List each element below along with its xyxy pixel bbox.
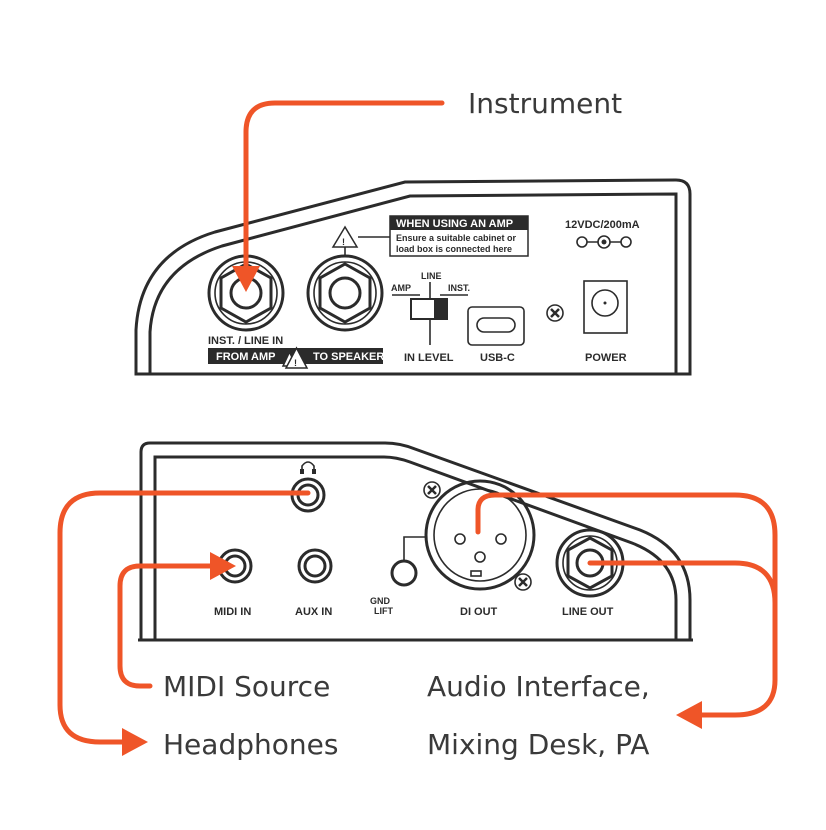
headphones-arrow (57, 490, 311, 745)
svg-text:!: ! (294, 358, 297, 368)
arrowhead-icon (232, 266, 260, 292)
line-out-arrow (587, 560, 778, 606)
midi-in-label: MIDI IN (214, 606, 251, 618)
power-port[interactable] (583, 280, 628, 334)
to-speaker-jack[interactable] (306, 254, 384, 332)
warning-icon: ! (331, 225, 359, 248)
headphones-callout: Headphones (163, 728, 338, 761)
xlr-di-out[interactable] (424, 479, 536, 591)
connection-arrows (57, 100, 778, 756)
switch-inst-label: INST. (448, 283, 470, 293)
gnd-label: GND (370, 596, 391, 606)
warning-text-1: Ensure a suitable cabinet or (396, 233, 517, 243)
midi-arrow (117, 563, 215, 689)
instrument-callout: Instrument (468, 87, 622, 120)
headphone-icon (300, 461, 316, 474)
to-speaker-label: TO SPEAKER (313, 351, 384, 363)
arrowhead-icon (122, 728, 148, 756)
di-out-label: DI OUT (460, 606, 498, 618)
switch-line-label: LINE (421, 271, 442, 281)
gnd-lift-button[interactable] (390, 536, 426, 587)
inst-line-in-label: INST. / LINE IN (208, 335, 283, 347)
midi-source-callout: MIDI Source (163, 670, 330, 703)
line-out-label: LINE OUT (562, 606, 614, 618)
power-label: POWER (585, 352, 627, 364)
mixing-desk-callout: Mixing Desk, PA (427, 728, 649, 761)
warning-title: WHEN USING AN AMP (396, 218, 513, 230)
bottom-panel: MIDI IN AUX IN GND LIFT DI OUT LINE OUT (138, 441, 693, 642)
instrument-arrow (243, 100, 445, 273)
warning-icon: ! (281, 346, 309, 369)
usb-c-label: USB-C (480, 352, 515, 364)
svg-text:!: ! (342, 237, 345, 247)
lift-label: LIFT (374, 606, 393, 616)
in-level-switch[interactable]: AMP LINE INST. (391, 271, 470, 345)
arrowhead-icon (676, 701, 702, 729)
warning-text-2: load box is connected here (396, 244, 512, 254)
switch-amp-label: AMP (391, 283, 411, 293)
screw-icon (423, 481, 532, 591)
top-panel: INST. / LINE IN FROM AMP TO SPEAKER ! ! … (134, 178, 692, 376)
in-level-label: IN LEVEL (404, 352, 454, 364)
di-out-arrow (475, 492, 778, 718)
usb-c-port[interactable] (467, 306, 525, 346)
arrowhead-icon (210, 552, 236, 580)
power-rating: 12VDC/200mA (565, 219, 640, 231)
from-amp-label: FROM AMP (216, 351, 275, 363)
screw-icon (546, 304, 564, 322)
aux-in-label: AUX IN (295, 606, 332, 618)
audio-interface-callout: Audio Interface, (427, 670, 650, 703)
aux-in-jack[interactable] (297, 548, 333, 584)
polarity-icon (576, 235, 632, 249)
